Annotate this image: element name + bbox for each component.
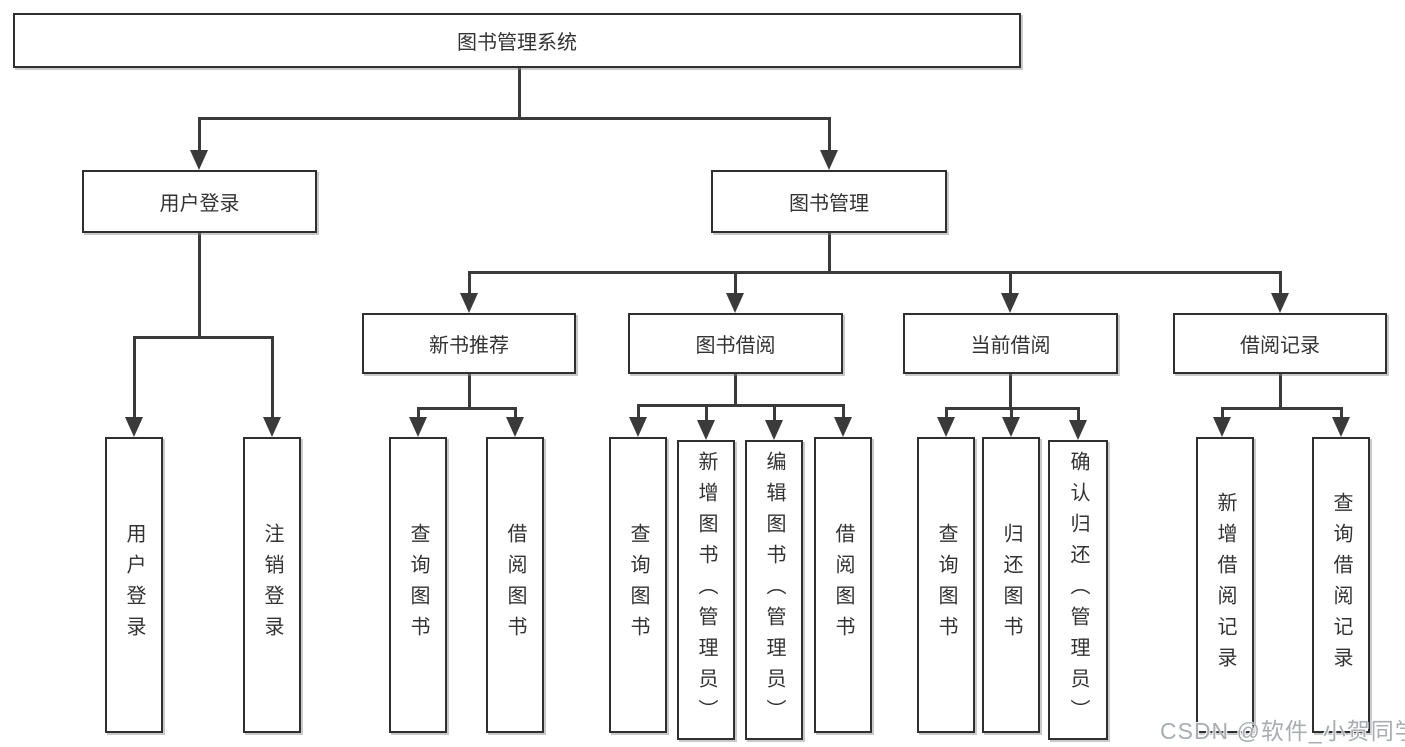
leaf-cb-confirm-return-box: 确认归还（管理员） xyxy=(1048,440,1108,740)
connector-vline xyxy=(1010,407,1013,419)
leaf-logout-box: 注销登录 xyxy=(243,437,301,733)
leaf-nb-query-book-box: 查询图书 xyxy=(389,437,447,733)
connector-vline xyxy=(1077,407,1080,422)
connector-hline xyxy=(1221,407,1342,410)
arrowhead-down-icon xyxy=(409,417,427,437)
leaf-cb-query-book-label: 查询图书 xyxy=(935,523,957,647)
leaf-user-login-label: 用户登录 xyxy=(123,523,145,647)
csdn-watermark: CSDN @软件_小贺同学 xyxy=(1160,718,1405,744)
arrowhead-down-icon xyxy=(263,417,281,437)
arrowhead-down-icon xyxy=(125,417,143,437)
leaf-br-query-record-label: 查询借阅记录 xyxy=(1330,492,1352,678)
node-book-borrow-label: 图书借阅 xyxy=(695,335,776,357)
connector-vline xyxy=(1009,374,1012,408)
arrowhead-down-icon xyxy=(1213,417,1231,437)
node-borrow-record-label: 借阅记录 xyxy=(1240,335,1320,357)
connector-vline xyxy=(1340,407,1343,419)
node-borrow-record-box: 借阅记录 xyxy=(1173,313,1387,374)
leaf-br-add-record-label: 新增借阅记录 xyxy=(1214,492,1236,678)
connector-vline xyxy=(518,68,521,118)
connector-vline xyxy=(945,407,948,419)
node-root-label: 图书管理系统 xyxy=(457,32,577,54)
leaf-bb-query-book-box: 查询图书 xyxy=(609,437,667,733)
leaf-cb-confirm-return-label: 确认归还（管理员） xyxy=(1067,450,1089,730)
arrowhead-down-icon xyxy=(1271,293,1289,313)
node-current-borrow-label: 当前借阅 xyxy=(970,335,1051,357)
node-user-login-label: 用户登录 xyxy=(159,193,240,215)
leaf-nb-borrow-book-label: 借阅图书 xyxy=(504,523,526,647)
leaf-br-query-record-box: 查询借阅记录 xyxy=(1312,437,1370,733)
leaf-nb-query-book-label: 查询图书 xyxy=(407,523,429,647)
leaf-bb-edit-book-box: 编辑图书（管理员） xyxy=(745,440,803,740)
arrowhead-down-icon xyxy=(820,150,838,170)
arrowhead-down-icon xyxy=(1069,420,1087,440)
node-book-management-label: 图书管理 xyxy=(789,193,869,215)
leaf-bb-borrow-book-label: 借阅图书 xyxy=(832,523,854,647)
connector-vline xyxy=(198,117,201,153)
connector-vline xyxy=(842,404,845,419)
node-new-book-recommend-box: 新书推荐 xyxy=(362,313,576,374)
connector-vline xyxy=(637,404,640,419)
leaf-cb-query-book-box: 查询图书 xyxy=(917,437,975,733)
leaf-logout-label: 注销登录 xyxy=(261,523,283,647)
connector-vline xyxy=(1279,374,1282,408)
arrowhead-down-icon xyxy=(726,293,744,313)
leaf-bb-edit-book-label: 编辑图书（管理员） xyxy=(763,450,785,730)
connector-vline xyxy=(734,271,737,295)
connector-hline xyxy=(198,117,830,120)
connector-vline xyxy=(468,374,471,408)
arrowhead-down-icon xyxy=(629,417,647,437)
connector-vline xyxy=(734,374,737,405)
arrowhead-down-icon xyxy=(765,420,783,440)
connector-hline xyxy=(133,336,274,339)
node-book-borrow-box: 图书借阅 xyxy=(628,313,843,374)
connector-vline xyxy=(705,404,708,422)
connector-vline xyxy=(828,233,831,274)
node-user-login-box: 用户登录 xyxy=(82,170,317,233)
connector-hline xyxy=(637,404,844,407)
connector-vline xyxy=(468,271,471,295)
leaf-bb-query-book-label: 查询图书 xyxy=(627,523,649,647)
leaf-bb-borrow-book-box: 借阅图书 xyxy=(814,437,872,733)
connector-vline xyxy=(1279,271,1282,295)
node-book-management-box: 图书管理 xyxy=(711,170,947,233)
leaf-cb-return-book-box: 归还图书 xyxy=(982,437,1040,733)
arrowhead-down-icon xyxy=(1002,417,1020,437)
connector-hline xyxy=(468,271,1281,274)
arrowhead-down-icon xyxy=(1332,417,1350,437)
connector-vline xyxy=(133,336,136,419)
arrowhead-down-icon xyxy=(937,417,955,437)
leaf-nb-borrow-book-box: 借阅图书 xyxy=(486,437,544,733)
connector-vline xyxy=(1221,407,1224,419)
connector-vline xyxy=(514,407,517,419)
arrowhead-down-icon xyxy=(834,417,852,437)
node-new-book-recommend-label: 新书推荐 xyxy=(429,335,509,357)
connector-hline xyxy=(417,407,517,410)
connector-vline xyxy=(828,117,831,153)
leaf-br-add-record-box: 新增借阅记录 xyxy=(1196,437,1254,733)
arrowhead-down-icon xyxy=(190,150,208,170)
leaf-bb-add-book-label: 新增图书（管理员） xyxy=(695,450,717,730)
node-current-borrow-box: 当前借阅 xyxy=(903,313,1118,374)
arrowhead-down-icon xyxy=(506,417,524,437)
connector-vline xyxy=(1009,271,1012,295)
connector-vline xyxy=(417,407,420,419)
connector-vline xyxy=(198,233,201,338)
leaf-bb-add-book-box: 新增图书（管理员） xyxy=(677,440,735,740)
leaf-cb-return-book-label: 归还图书 xyxy=(1000,523,1022,647)
connector-vline xyxy=(773,404,776,422)
leaf-user-login-box: 用户登录 xyxy=(105,437,163,733)
node-root-box: 图书管理系统 xyxy=(13,13,1021,68)
arrowhead-down-icon xyxy=(460,293,478,313)
arrowhead-down-icon xyxy=(1001,293,1019,313)
arrowhead-down-icon xyxy=(697,420,715,440)
connector-vline xyxy=(271,336,274,419)
